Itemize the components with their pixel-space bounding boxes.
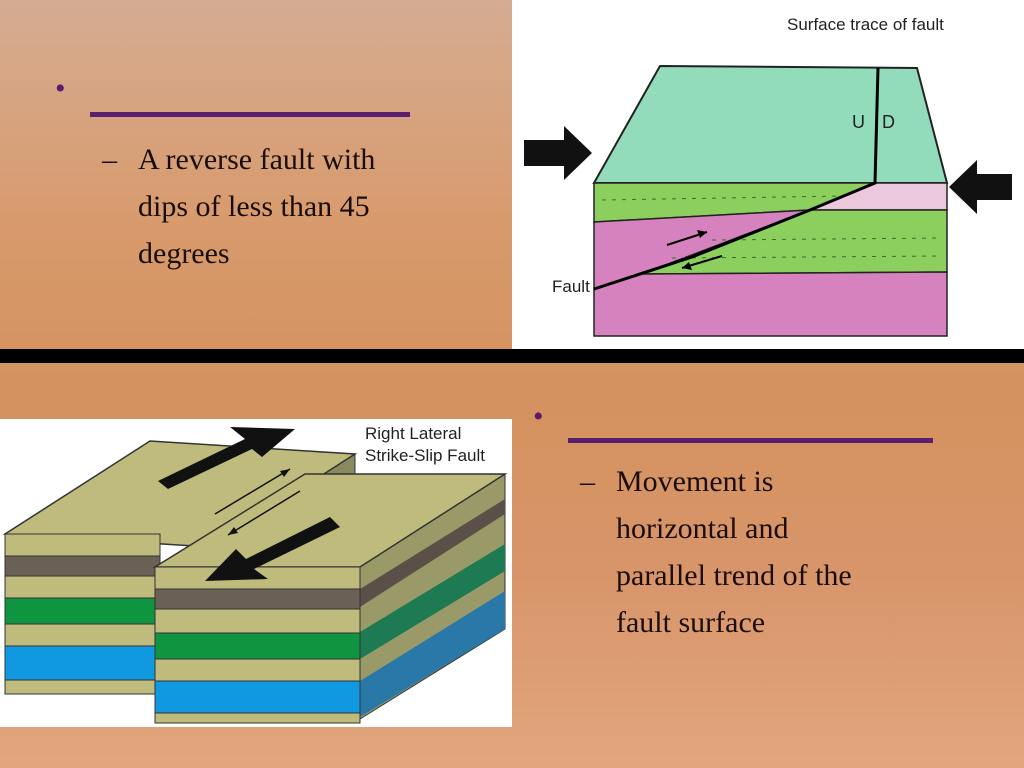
layer-blue <box>4 645 161 681</box>
layer-khaki <box>154 658 361 682</box>
slip-arrowhead <box>228 527 238 535</box>
thrust-fault-svg: Surface trace of fault U D Fault <box>524 15 1012 337</box>
layer-khaki <box>154 712 361 724</box>
layer-green <box>4 597 161 625</box>
slip-arrow-down <box>227 490 301 536</box>
surface-trace-label: Surface trace of fault <box>787 15 944 34</box>
layer-blue <box>154 680 361 714</box>
layer-khaki <box>4 575 161 599</box>
section-divider <box>0 349 1024 363</box>
layer-khaki <box>4 679 161 695</box>
blank-line-bottom <box>568 438 933 443</box>
fault-motion-arrowhead <box>697 230 707 238</box>
front-block-side-green <box>360 544 505 659</box>
fault-line <box>593 67 880 291</box>
front-block-side-blue <box>360 591 505 717</box>
slip-arrow-up <box>214 468 291 515</box>
dash-bottom: – <box>580 465 595 498</box>
strike-slip-svg: Right Lateral Strike-Slip Fault <box>2 424 508 724</box>
blank-line-top <box>90 112 410 117</box>
compression-arrow-right <box>949 160 1012 214</box>
description-bottom-line-1: Movement is <box>616 465 774 498</box>
layer-gray <box>154 588 361 610</box>
front-block-side-gray <box>360 499 505 607</box>
description-bottom-line-4: fault surface <box>616 606 766 639</box>
layer-khaki <box>4 623 161 647</box>
fault-motion-arrowhead <box>682 262 692 270</box>
layer-khaki <box>4 533 161 557</box>
description-top: – A reverse fault with dips of less than… <box>102 136 478 277</box>
strike-slip-title-line-1: Right Lateral <box>365 424 461 443</box>
bullet-top: • <box>55 72 66 105</box>
green-layer-texture <box>711 237 943 241</box>
motion-arrow-back-block <box>158 427 295 489</box>
strike-slip-title-line-2: Strike-Slip Fault <box>365 446 485 465</box>
footwall-pink-layer <box>593 271 948 337</box>
description-top-line-3: degrees <box>138 237 230 270</box>
strike-slip-diagram: Right Lateral Strike-Slip Fault <box>0 419 512 727</box>
description-bottom-line-3: parallel trend of the <box>616 559 852 592</box>
motion-arrow-front-block <box>205 517 340 581</box>
down-label: D <box>882 112 895 132</box>
description-top-line-2: dips of less than 45 <box>138 190 370 223</box>
slip-arrowhead <box>280 469 290 477</box>
bullet-bottom: • <box>533 400 544 433</box>
layer-khaki <box>154 608 361 634</box>
description-top-line-1: A reverse fault with <box>138 143 376 176</box>
fault-label: Fault <box>552 277 590 296</box>
description-bottom-line-2: horizontal and <box>616 512 789 545</box>
layer-green <box>154 632 361 660</box>
thrust-fault-diagram: Surface trace of fault U D Fault <box>512 0 1024 350</box>
description-bottom: – Movement is horizontal and parallel tr… <box>580 458 976 646</box>
green-layer-texture <box>601 195 843 201</box>
layer-gray <box>4 555 161 577</box>
compression-arrow-left <box>524 126 592 180</box>
dash-top: – <box>102 143 117 176</box>
up-label: U <box>852 112 865 132</box>
